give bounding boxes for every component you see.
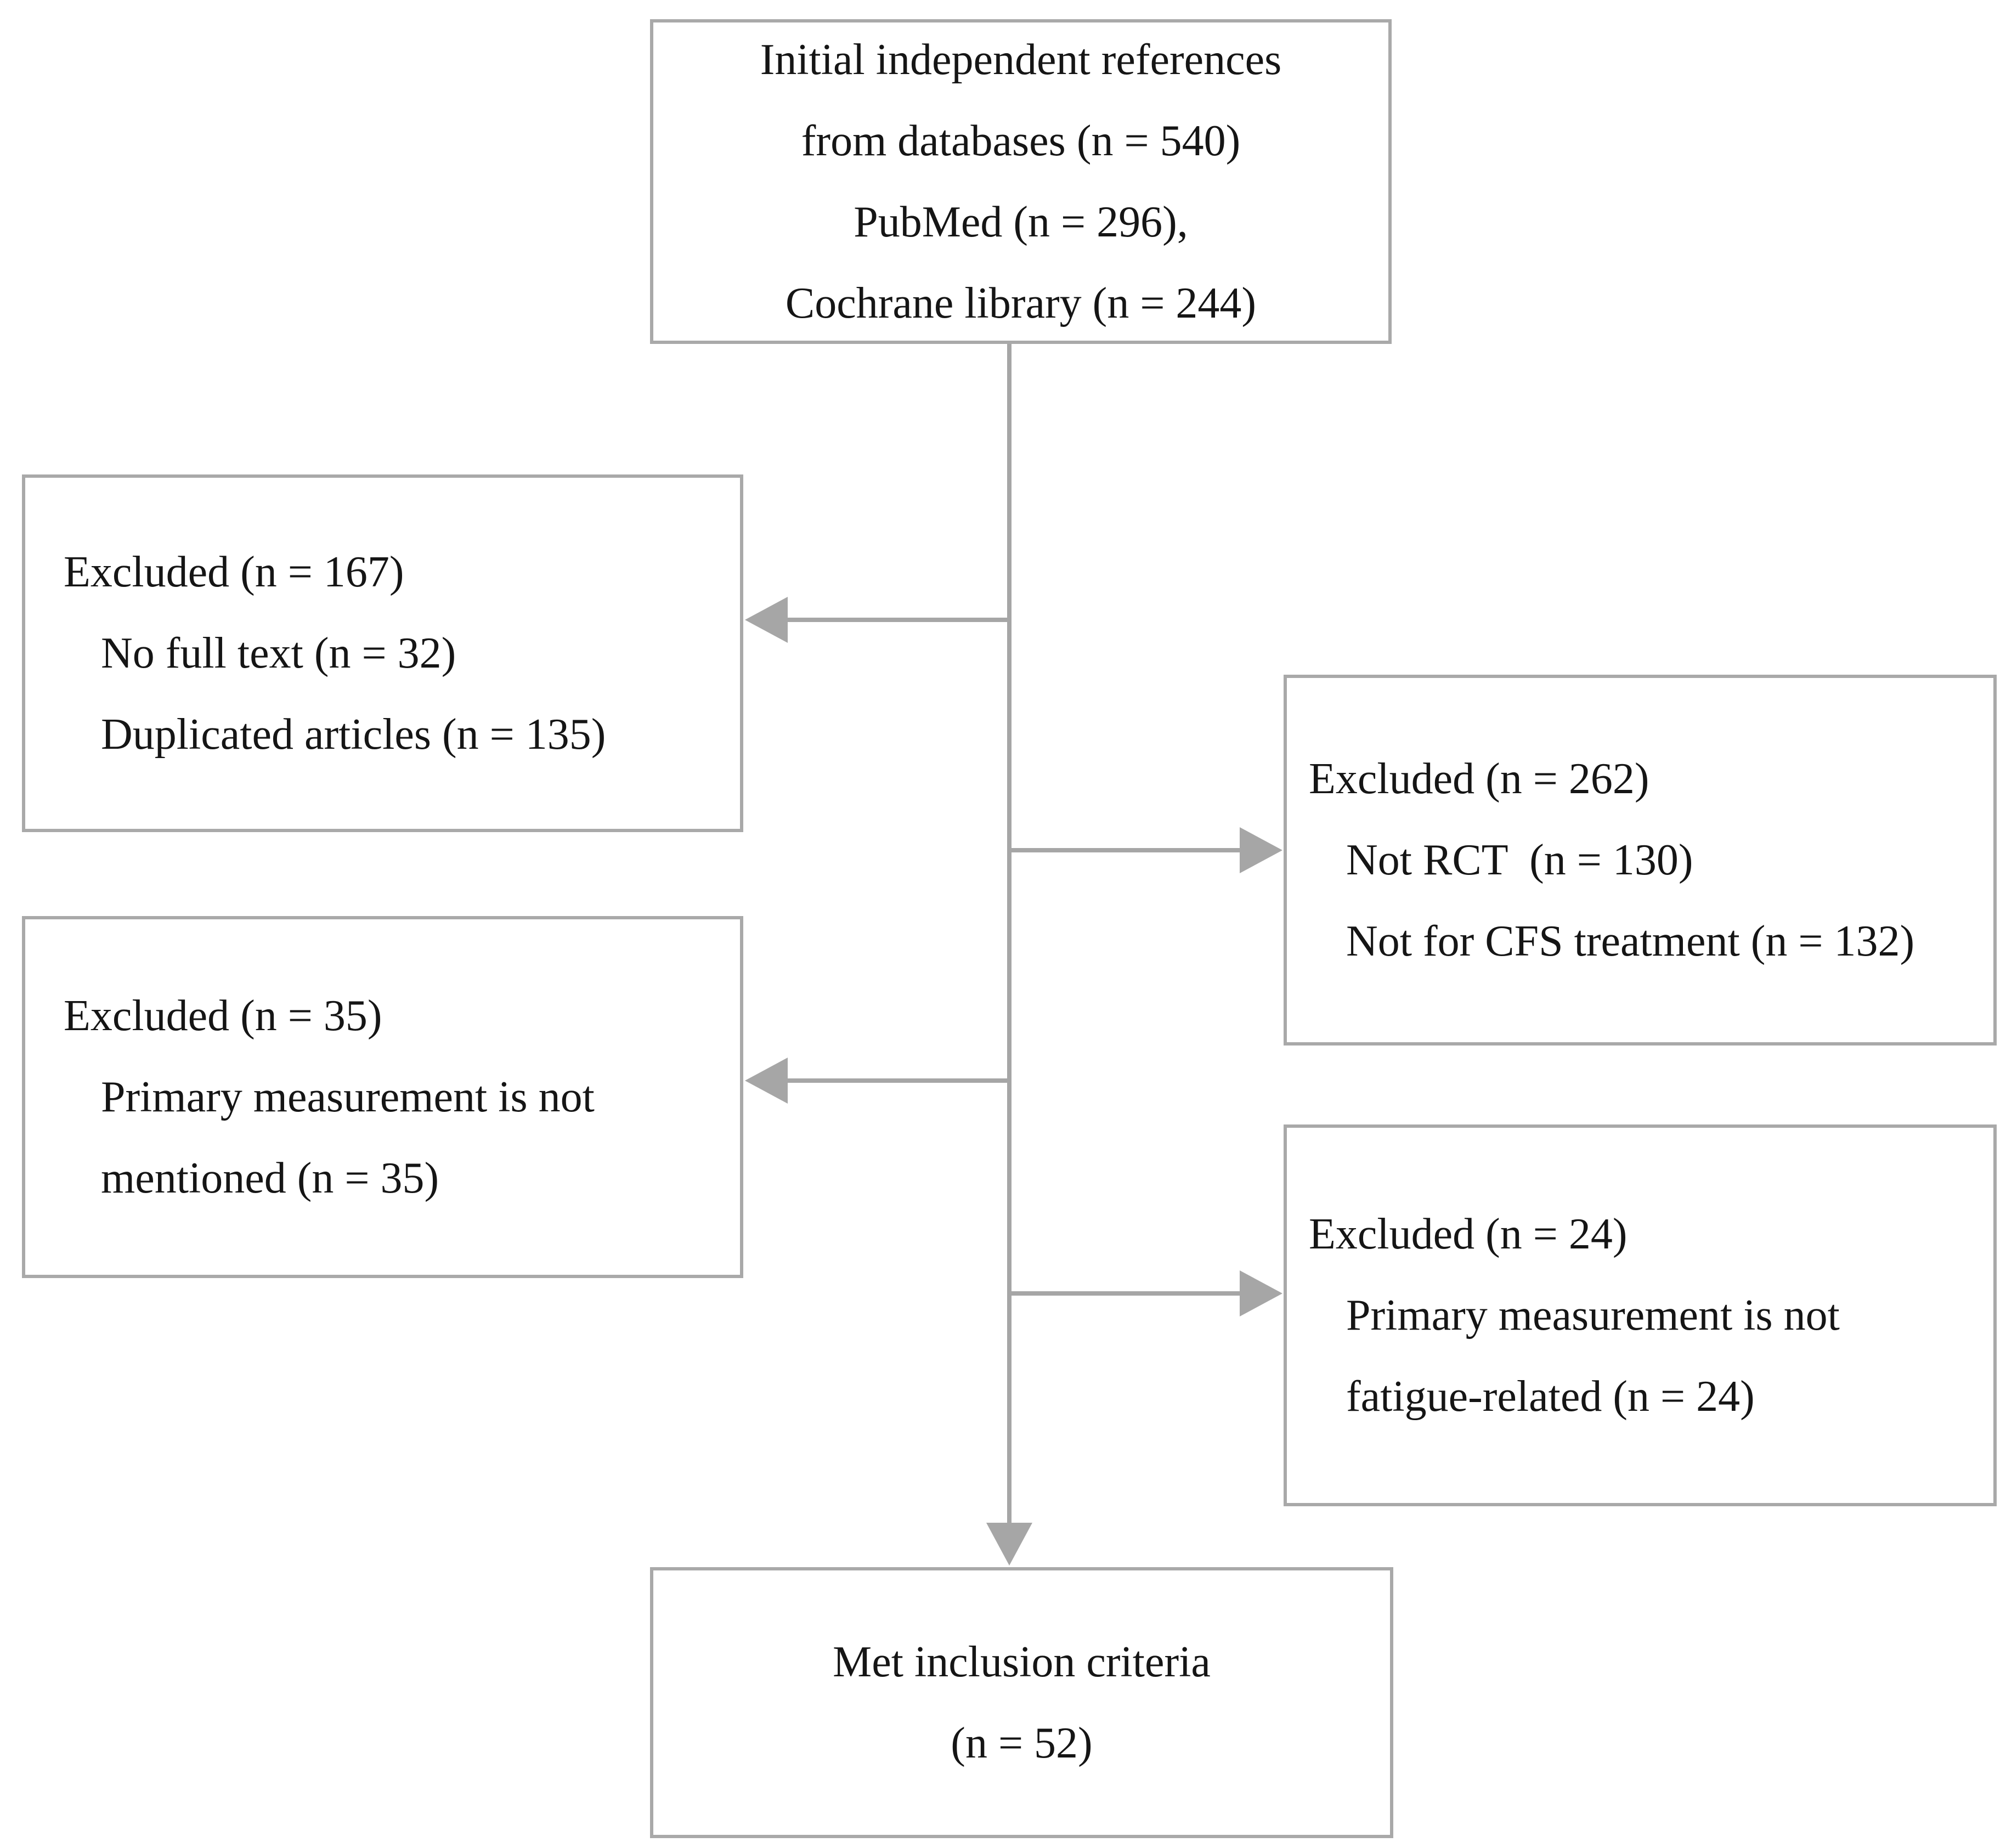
box-line: Initial independent references: [760, 36, 1282, 84]
box-line: Excluded (n = 262): [1309, 755, 1649, 803]
box-initial-references: Initial independent references from data…: [650, 19, 1392, 344]
box-line: Primary measurement is not: [101, 1073, 595, 1121]
box-line: Met inclusion criteria: [833, 1638, 1211, 1686]
box-line: Excluded (n = 167): [64, 548, 404, 596]
box-line: Excluded (n = 35): [64, 992, 382, 1040]
box-line: mentioned (n = 35): [101, 1154, 439, 1202]
box-excluded-screening: Excluded (n = 167) No full text (n = 32)…: [22, 474, 743, 832]
arrow-to-excluded-screening: [745, 597, 1009, 643]
box-line: No full text (n = 32): [101, 629, 456, 677]
box-line: Cochrane library (n = 244): [785, 279, 1257, 327]
down-arrowhead-icon: [986, 1523, 1032, 1566]
box-line: Excluded (n = 24): [1309, 1210, 1628, 1258]
box-line: Not RCT (n = 130): [1346, 836, 1693, 884]
arrow-to-excluded-fatigue: [1009, 1270, 1282, 1316]
box-line: Not for CFS treatment (n = 132): [1346, 917, 1915, 965]
box-excluded-fatigue: Excluded (n = 24) Primary measurement is…: [1284, 1124, 1997, 1506]
right-arrowhead-icon: [1240, 1270, 1282, 1316]
box-line: fatigue-related (n = 24): [1346, 1372, 1755, 1421]
right-arrowhead-icon: [1240, 827, 1282, 873]
arrow-to-excluded-not-rct: [1009, 827, 1282, 873]
box-line: PubMed (n = 296),: [854, 198, 1188, 246]
box-met-inclusion-criteria: Met inclusion criteria (n = 52): [650, 1567, 1393, 1838]
box-line: from databases (n = 540): [801, 117, 1241, 165]
box-line: Duplicated articles (n = 135): [101, 710, 606, 759]
left-arrowhead-icon: [745, 1058, 788, 1104]
box-line: (n = 52): [951, 1719, 1093, 1767]
box-excluded-measurement: Excluded (n = 35) Primary measurement is…: [22, 916, 743, 1278]
box-line: Primary measurement is not: [1346, 1291, 1840, 1340]
arrow-to-excluded-measurement: [745, 1058, 1009, 1104]
left-arrowhead-icon: [745, 597, 788, 643]
box-excluded-not-rct: Excluded (n = 262) Not RCT (n = 130) Not…: [1284, 675, 1997, 1045]
main-flow-arrow: [986, 343, 1032, 1566]
